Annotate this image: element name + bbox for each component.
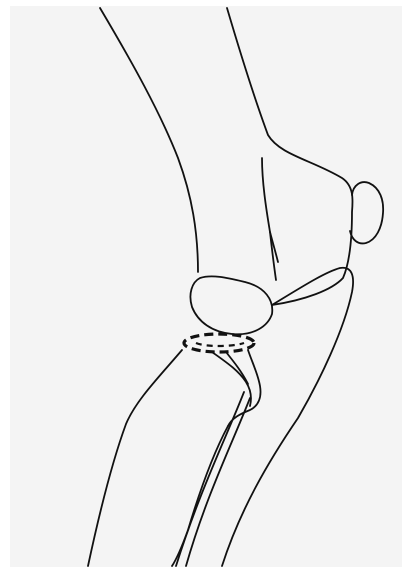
knee-joint-drawing xyxy=(0,0,411,573)
